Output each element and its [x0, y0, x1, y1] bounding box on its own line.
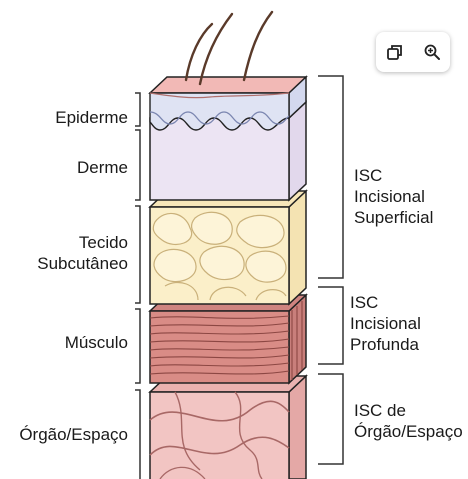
label-isc-incisional-superficial: ISC Incisional Superficial	[354, 165, 466, 228]
hair-strands	[186, 12, 272, 84]
label-derme: Derme	[20, 157, 128, 178]
label-isc-incisional-profunda: ISC Incisional Profunda	[350, 292, 466, 355]
label-profunda-line3: Profunda	[350, 334, 466, 355]
label-orgao-line2: Órgão/Espaço	[354, 421, 466, 442]
subcutaneous-layer	[150, 191, 306, 304]
open-in-new-icon	[386, 43, 404, 61]
label-superficial-line2: Incisional	[354, 186, 466, 207]
label-profunda-line1: ISC	[350, 292, 466, 313]
label-orgao-espaco: Órgão/Espaço	[4, 424, 128, 445]
right-brackets	[318, 76, 343, 464]
label-epiderme: Epiderme	[20, 107, 128, 128]
label-superficial-line3: Superficial	[354, 207, 466, 228]
organ-layer	[150, 376, 306, 479]
label-isc-orgao-espaco: ISC de Órgão/Espaço	[354, 400, 466, 442]
label-orgao-line1: ISC de	[354, 400, 466, 421]
muscle-layer	[150, 295, 306, 383]
label-superficial-line1: ISC	[354, 165, 466, 186]
label-tecido-subcutaneo: Tecido Subcutâneo	[10, 232, 128, 274]
label-profunda-line2: Incisional	[350, 313, 466, 334]
label-musculo: Músculo	[20, 332, 128, 353]
label-tecido-line1: Tecido	[10, 232, 128, 253]
image-toolbar	[376, 32, 450, 72]
open-in-new-button[interactable]	[380, 37, 410, 67]
zoom-in-button[interactable]	[417, 37, 447, 67]
label-tecido-line2: Subcutâneo	[10, 253, 128, 274]
zoom-in-icon	[423, 43, 441, 61]
left-brackets	[135, 93, 140, 479]
